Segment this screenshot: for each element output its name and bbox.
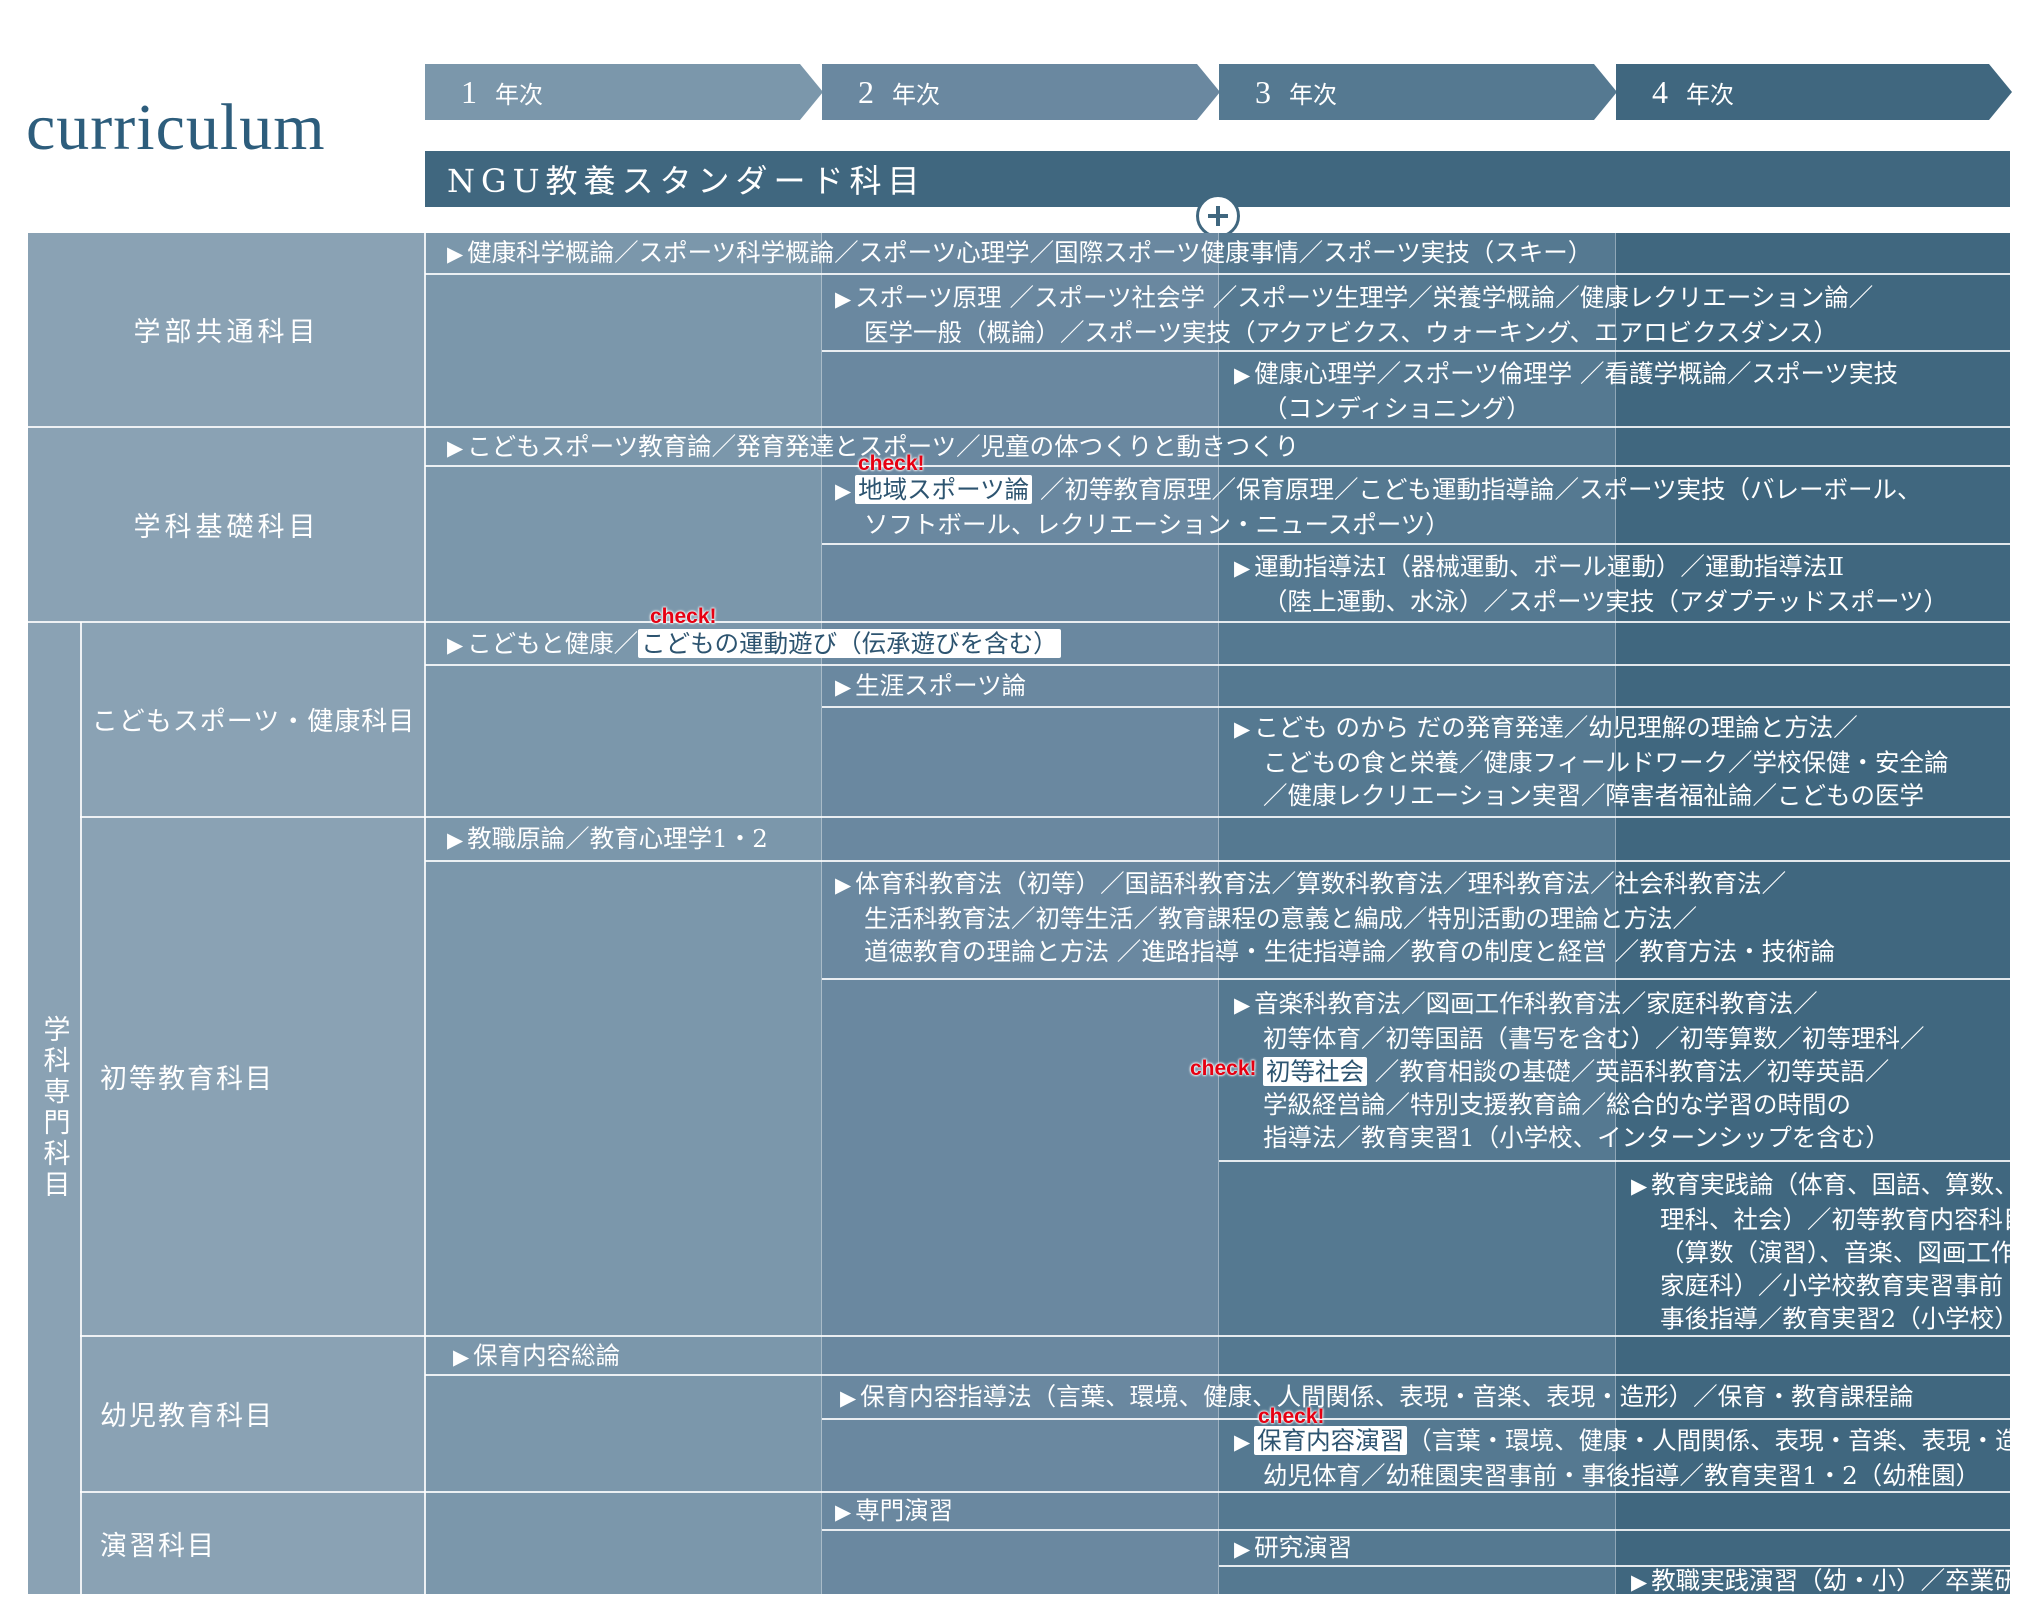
category-gakubu-common: 学部共通科目 <box>133 317 320 348</box>
course-row: ▶専門演習 <box>835 1496 954 1525</box>
divider <box>821 233 822 1594</box>
check-badge: check! <box>1258 1405 1325 1428</box>
divider <box>822 1418 2010 1420</box>
divider <box>80 622 82 1594</box>
category-kodomo-sports: こどもスポーツ・健康科目 <box>91 706 416 737</box>
highlighted-course: 保育内容演習 <box>1254 1426 1408 1455</box>
category-primary-education: 初等教育科目 <box>100 1063 274 1095</box>
course-row: ▶地域スポーツ論 ／初等教育原理／保育原理／こども運動指導論／スポーツ実技（バレ… <box>835 475 1922 539</box>
course-row: ▶こどもと健康／こどもの運動遊び（伝承遊びを含む） <box>447 627 1061 662</box>
category-early-childhood: 幼児教育科目 <box>100 1401 274 1432</box>
year3-column <box>1219 233 1616 1594</box>
highlighted-course: 地域スポーツ論 <box>855 475 1033 504</box>
course-row: ▶教育実践論（体育、国語、算数、理科、社会）／初等教育内容科目（算数（演習）、音… <box>1631 1170 2032 1333</box>
category-gakka-basic: 学科基礎科目 <box>133 511 320 543</box>
divider <box>1219 1160 2010 1162</box>
course-row: ▶保育内容総論 <box>453 1341 621 1370</box>
year2-column <box>822 233 1219 1594</box>
divider <box>425 1374 2010 1376</box>
divider <box>822 350 2010 352</box>
divider <box>425 273 2010 275</box>
page-title: curriculum <box>26 91 326 164</box>
divider <box>1218 233 1219 1594</box>
highlighted-course: 初等社会 <box>1263 1057 1367 1086</box>
divider <box>80 1491 2010 1493</box>
label-column <box>28 233 425 1594</box>
course-row: ▶教職実践演習（幼・小）／卒業研究 <box>1631 1566 2032 1595</box>
check-badge: check! <box>858 452 925 475</box>
divider <box>425 860 2010 862</box>
year-arrow-shape <box>1219 64 1617 120</box>
divider <box>1219 1565 2010 1567</box>
divider <box>80 816 2010 818</box>
divider <box>822 706 2010 708</box>
plus-icon <box>1196 194 1240 238</box>
course-row: ▶保育内容指導法（言葉、環境、健康、人間関係、表現・音楽、表現・造形）／保育・教… <box>840 1382 1914 1411</box>
divider <box>822 978 2010 980</box>
year1-column <box>425 233 822 1594</box>
divider <box>424 233 426 1594</box>
divider <box>1615 233 1616 1594</box>
course-row: ▶スポーツ原理 ／スポーツ社会学 ／スポーツ生理学／栄養学概論／健康レクリエーシ… <box>835 283 1874 347</box>
highlighted-course: こどもの運動遊び（伝承遊びを含む） <box>638 629 1061 658</box>
divider <box>425 664 2010 666</box>
check-badge: check! <box>1190 1057 1257 1080</box>
course-row: ▶こども のから だの発育発達／幼児理解の理論と方法／こどもの食と栄養／健康フィ… <box>1234 713 1949 810</box>
category-seminar: 演習科目 <box>100 1530 216 1562</box>
course-row: ▶こどもスポーツ教育論／発育発達とスポーツ／児童の体つくりと動きつくり <box>447 432 1300 461</box>
year-arrow-shape <box>425 64 823 120</box>
category-gakka-specialized: 学科専門科目 <box>38 1015 70 1201</box>
year4-column <box>1616 233 2010 1594</box>
divider <box>28 426 2010 428</box>
divider <box>822 1529 2010 1531</box>
course-row: ▶保育内容演習（言葉・環境、健康・人間関係、表現・音楽、表現・造形）／幼児体育／… <box>1234 1426 2032 1490</box>
divider <box>822 543 2010 545</box>
check-badge: check! <box>650 605 717 628</box>
course-row: ▶教職原論／教育心理学1・2 <box>447 824 768 853</box>
divider <box>425 465 2010 467</box>
course-row: ▶研究演習 <box>1234 1533 1353 1562</box>
year-arrow-shape <box>822 64 1220 120</box>
course-row: ▶生涯スポーツ論 <box>835 671 1027 700</box>
course-row: ▶体育科教育法（初等）／国語科教育法／算数科教育法／理科教育法／社会科教育法／生… <box>835 869 1836 966</box>
course-row: ▶運動指導法Ⅰ（器械運動、ボール運動）／運動指導法Ⅱ（陸上運動、水泳）／スポーツ… <box>1234 552 1949 616</box>
year-arrow-shape <box>1616 64 2012 120</box>
divider <box>80 1335 2010 1337</box>
divider <box>28 621 2010 623</box>
course-row: ▶健康科学概論／スポーツ科学概論／スポーツ心理学／国際スポーツ健康事情／スポーツ… <box>447 238 1593 267</box>
course-row: ▶健康心理学／スポーツ倫理学 ／看護学概論／スポーツ実技（コンディショニング） <box>1234 359 1898 423</box>
course-row: ▶音楽科教育法／図画工作科教育法／家庭科教育法／初等体育／初等国語（書写を含む）… <box>1234 989 1925 1152</box>
